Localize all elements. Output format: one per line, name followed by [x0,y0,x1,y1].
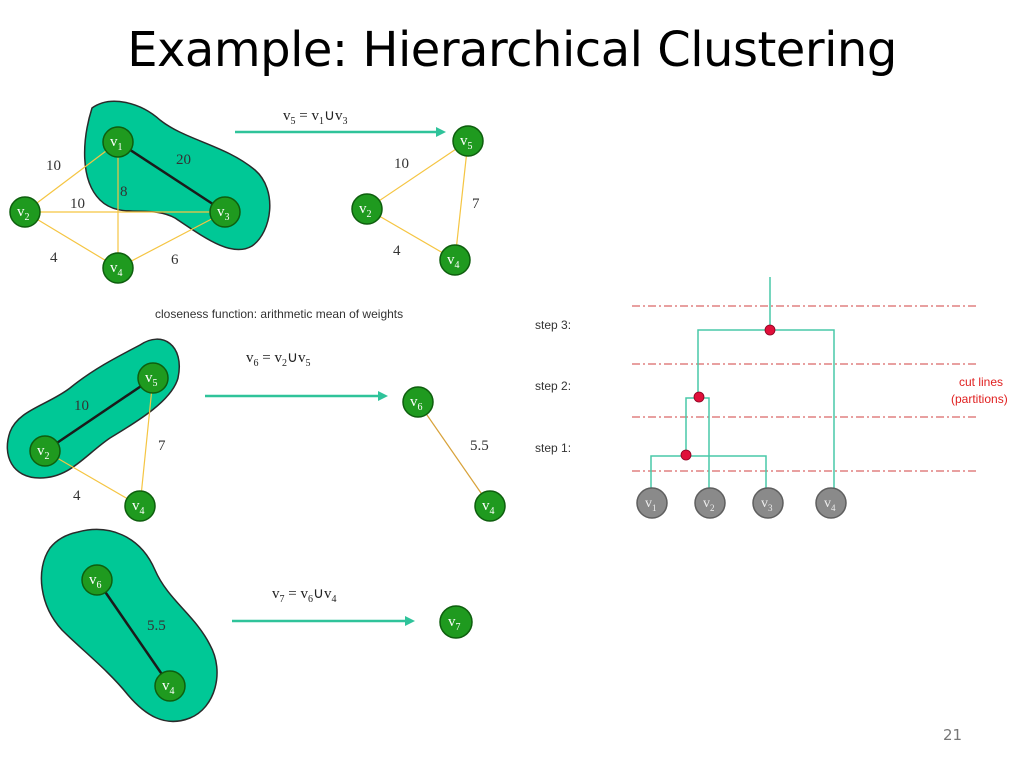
merge-dot-step-3 [764,324,776,336]
svg-text:v4: v4 [447,252,460,271]
formula-merge-2: v6 = v2∪v5 [246,350,310,369]
link-v2-v13 [685,397,710,488]
leaf-v4: v4 [815,487,847,519]
node-v4: v4 [102,252,134,284]
closeness-note: closeness function: arithmetic mean of w… [155,307,403,321]
svg-text:v2: v2 [359,201,372,220]
svg-text:v4: v4 [482,498,495,517]
step-2-label: step 2: [535,379,571,393]
svg-text:v7: v7 [448,614,461,633]
edge-v2-v4 [44,450,141,507]
merge-step-3: v7 = v6∪v4 [232,586,415,626]
edge-v6-v4 [95,579,172,687]
weight-v1-v2: 10 [46,158,61,174]
graph-after-step-2: 5.5 v6 v4 [402,386,506,522]
weight-v6-v4: 5.5 [470,438,489,454]
svg-text:v3: v3 [217,204,230,223]
node-v6: v6 [402,386,434,418]
svg-text:v2: v2 [17,204,30,223]
node-v6: v6 [81,564,113,596]
weight-v5-v4: 7 [472,196,480,212]
step-3-label: step 3: [535,318,571,332]
node-v4: v4 [154,670,186,702]
weight-v1-v3: 20 [176,152,191,168]
node-v4: v4 [124,490,156,522]
svg-text:v2: v2 [703,496,715,513]
node-v2: v2 [351,193,383,225]
graph-initial: 10 20 8 10 4 6 v1 v2 v3 v4 [9,100,271,284]
edge-v2-v4 [366,208,456,261]
svg-text:v6: v6 [89,572,102,591]
weight-v2-v4: 4 [393,243,401,259]
svg-text:v2: v2 [37,443,50,462]
node-v3: v3 [209,196,241,228]
edge-v2-v4 [24,211,119,269]
svg-text:v5: v5 [460,133,473,152]
weight-v2-v4: 4 [73,488,81,504]
arrow-1-head [436,127,446,137]
graph-final: v7 [439,605,473,639]
svg-text:v4: v4 [824,496,836,513]
partitions-label: (partitions) [951,392,1008,406]
edge-v2-v5 [44,376,154,453]
node-v7: v7 [439,605,473,639]
arrow-3-head [405,616,415,626]
node-v2: v2 [29,435,61,467]
slide-title: Example: Hierarchical Clustering [127,22,897,78]
merge-dot-step-2 [693,391,705,403]
node-v4: v4 [474,490,506,522]
graph-step-2-input: 10 7 4 v5 v2 v4 [6,338,180,522]
svg-text:v4: v4 [162,678,175,697]
svg-text:v4: v4 [132,498,145,517]
node-v5: v5 [452,125,484,157]
node-v2: v2 [9,196,41,228]
weight-v6-v4: 5.5 [147,618,166,634]
node-v4: v4 [439,244,471,276]
formula-merge-3: v7 = v6∪v4 [272,586,336,605]
leaf-v3: v3 [752,487,784,519]
edge-v3-v4 [117,211,226,269]
step-1-label: step 1: [535,441,571,455]
dendrogram: step 3: step 2: step 1: v1 v2 v3 v4 [535,277,1008,519]
formula-merge-1: v5 = v1∪v3 [283,108,347,127]
edge-v6-v4 [417,401,491,507]
leaf-v2: v2 [694,487,726,519]
weight-v5-v4: 7 [158,438,166,454]
edge-v1-v2 [24,141,119,213]
graph-step-3-input: 5.5 v6 v4 [40,528,218,723]
weight-v2-v3: 10 [70,196,85,212]
merge-step-1: v5 = v1∪v3 [235,108,446,137]
merge-step-2: v6 = v2∪v5 [205,350,388,401]
weight-v1-v4: 8 [120,184,128,200]
leaf-v1: v1 [636,487,668,519]
page-number: 21 [943,726,962,744]
merge-dot-step-1 [680,449,692,461]
weight-v5-v2: 10 [394,156,409,172]
svg-text:v5: v5 [145,370,158,389]
svg-text:v1: v1 [645,496,657,513]
cut-lines-label: cut lines [959,375,1003,389]
svg-text:v1: v1 [110,134,123,153]
edge-v5-v4 [454,140,469,261]
graph-after-step-1: 10 7 4 v5 v2 v4 [351,125,484,276]
cluster-blob-v1-v3 [83,100,271,251]
svg-text:v4: v4 [110,260,123,279]
node-v1: v1 [102,126,134,158]
svg-text:v6: v6 [410,394,423,413]
arrow-2-head [378,391,388,401]
svg-text:v3: v3 [761,496,773,513]
weight-v2-v5: 10 [74,398,89,414]
edge-v5-v4 [139,377,154,507]
node-v5: v5 [137,362,169,394]
edge-v5-v2 [366,140,469,210]
weight-v2-v4: 4 [50,250,58,266]
weight-v3-v4: 6 [171,252,179,268]
edge-v1-v3 [117,140,226,214]
